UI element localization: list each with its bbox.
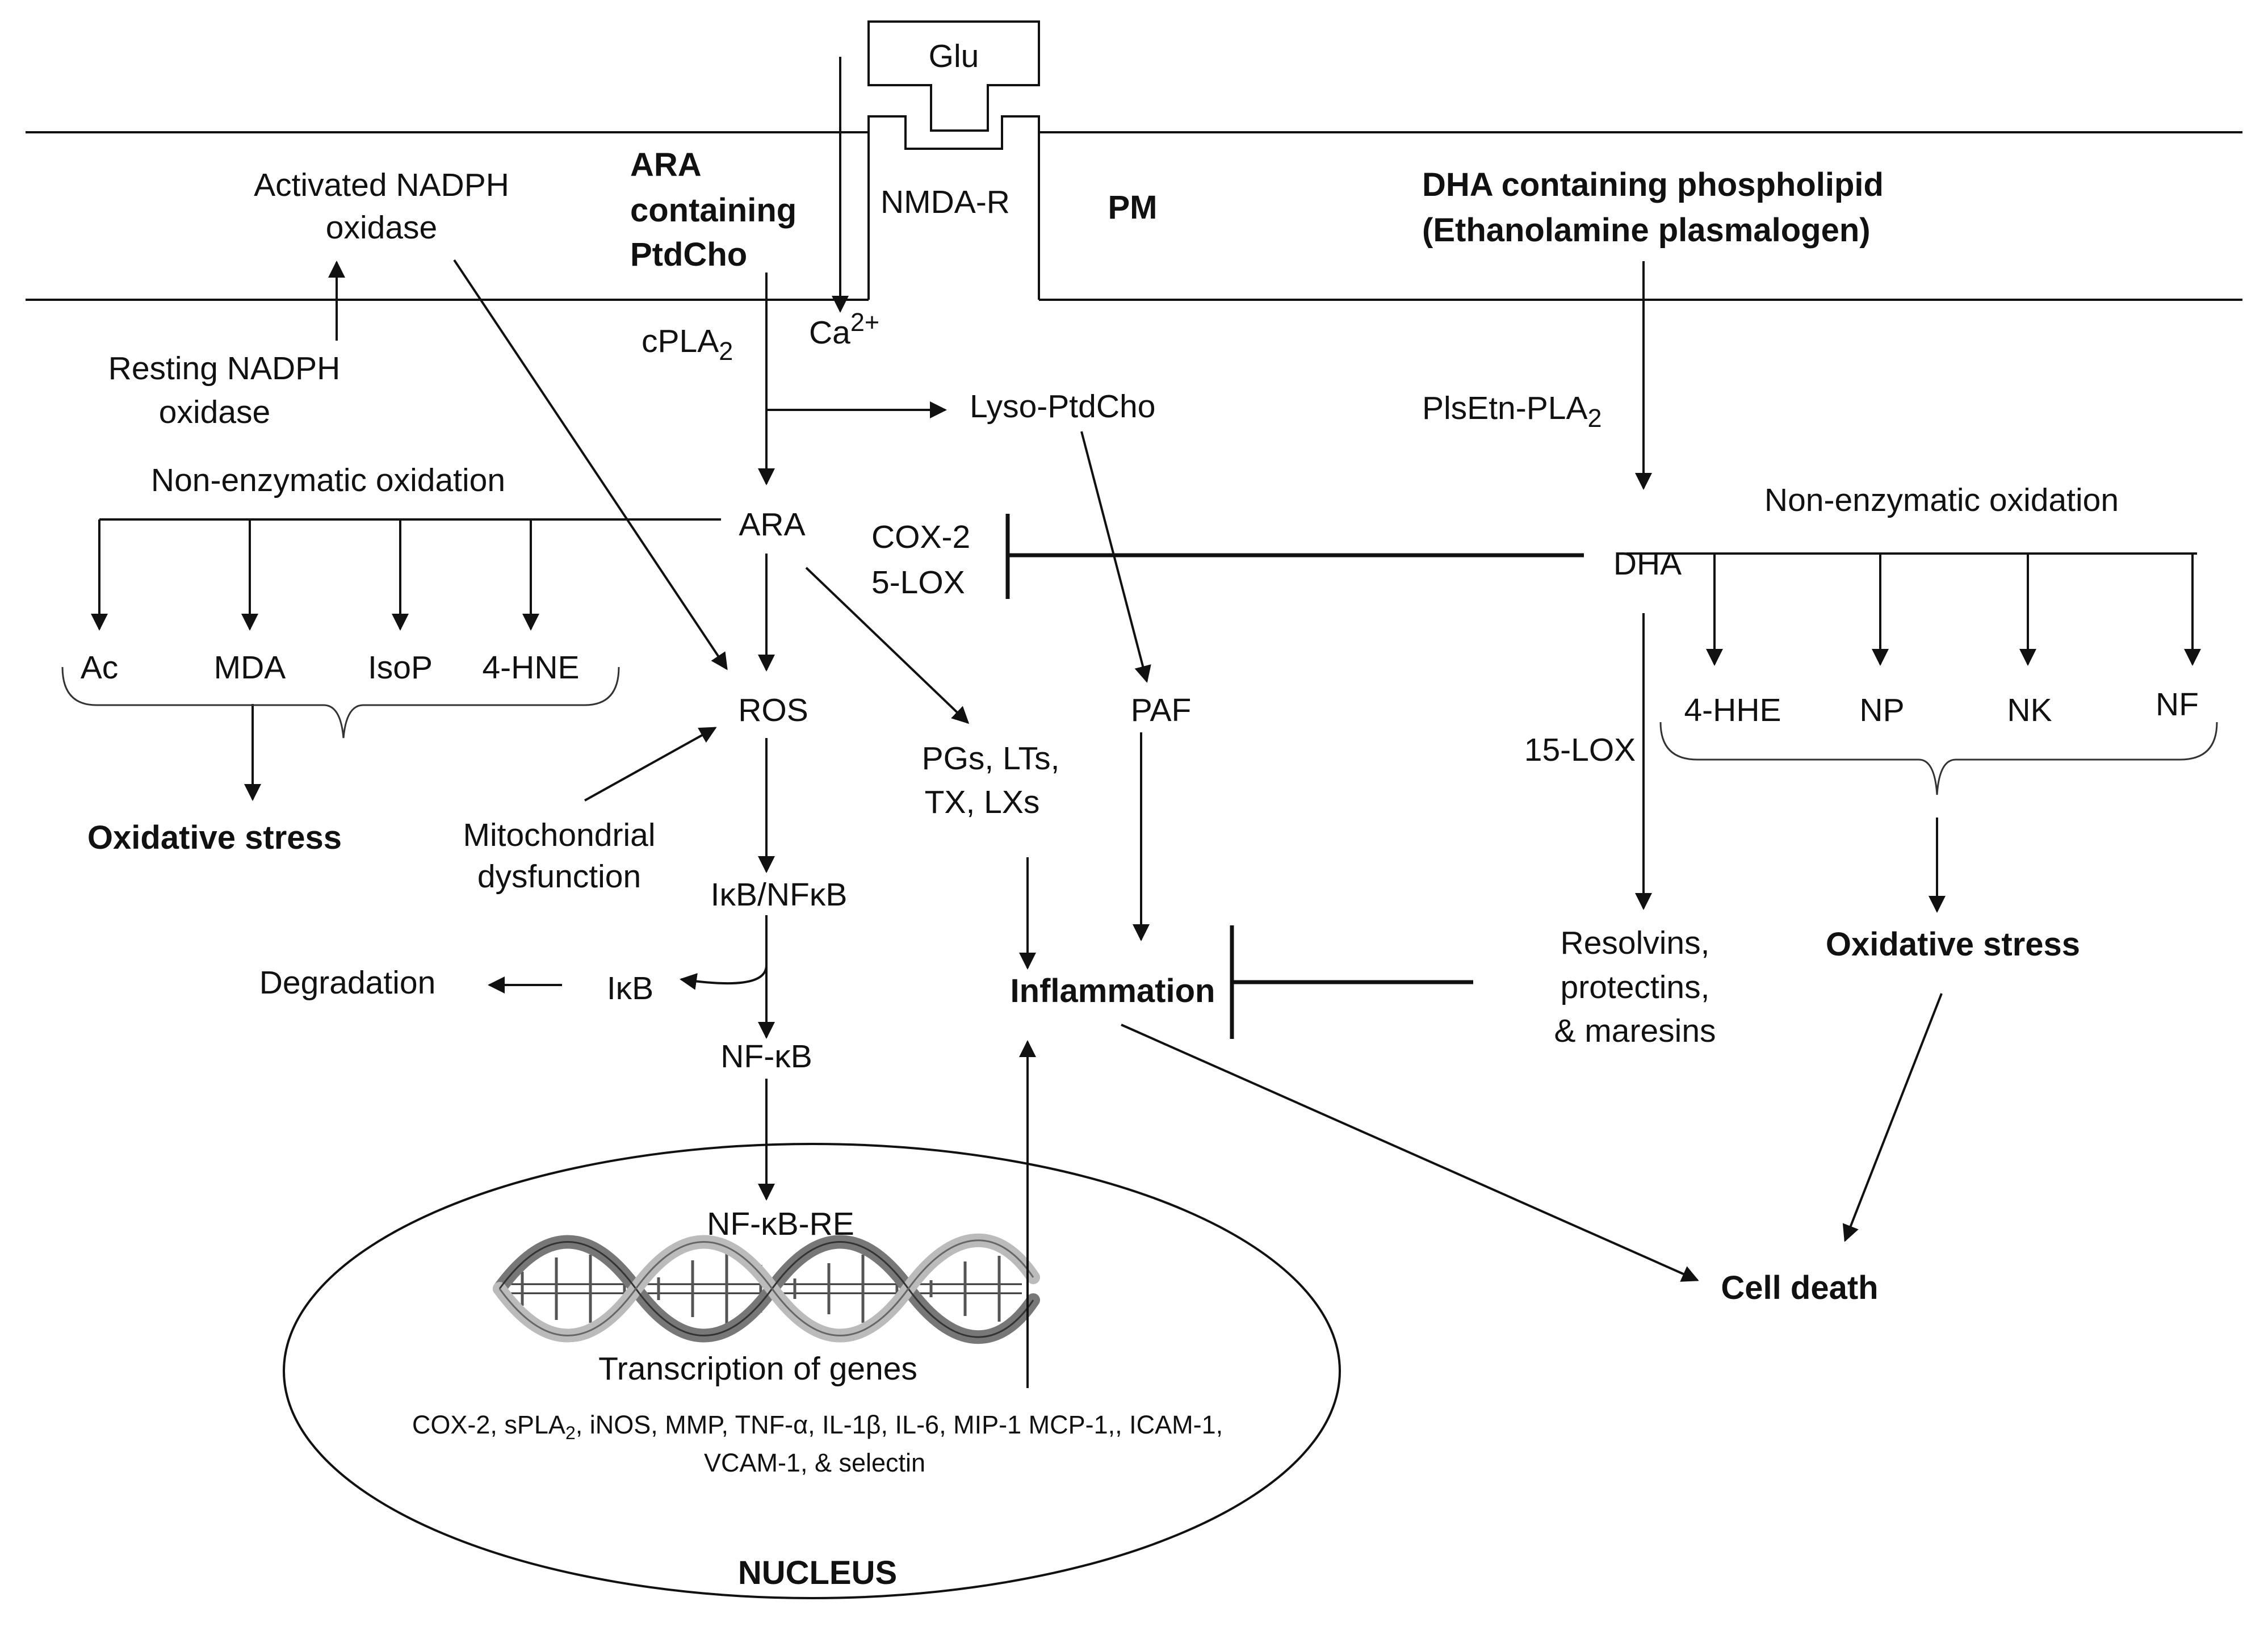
resting-nadph-line2: oxidase bbox=[159, 394, 270, 430]
arrow-nadph-to-ros bbox=[453, 259, 728, 670]
calcium-label: Ca2+ bbox=[809, 308, 879, 351]
braces bbox=[61, 667, 2218, 795]
resolvins-line1: Resolvins, bbox=[1561, 925, 1710, 961]
product-np: NP bbox=[1859, 692, 1904, 728]
inflammation-label: Inflammation bbox=[1011, 972, 1215, 1009]
dna-helix-icon bbox=[493, 1233, 1040, 1344]
arrow-ara-to-eicosanoids bbox=[805, 567, 970, 724]
non-enzymatic-oxidation-dha: Non-enzymatic oxidation bbox=[1764, 482, 2119, 518]
nmda-r-label: NMDA-R bbox=[881, 184, 1010, 220]
5lox-label: 5-LOX bbox=[871, 564, 965, 601]
nmda-receptor bbox=[867, 20, 1040, 300]
degradation-label: Degradation bbox=[259, 965, 436, 1001]
ros-label: ROS bbox=[738, 692, 808, 728]
genes-line1: COX-2, sPLA2, iNOS, MMP, TNF-α, IL-1β, I… bbox=[412, 1410, 1223, 1443]
plsetn-pla2-label: PlsEtn-PLA2 bbox=[1422, 390, 1602, 433]
product-ac: Ac bbox=[81, 649, 119, 686]
ikb-label: IκB bbox=[607, 970, 653, 1007]
dha-label: DHA bbox=[1613, 546, 1682, 582]
ara-ptdcho-line1: ARA bbox=[630, 146, 702, 183]
product-nf: NF bbox=[2156, 686, 2199, 723]
brace-dha-products bbox=[1659, 722, 2218, 795]
glu-label: Glu bbox=[929, 38, 979, 74]
dha-phospholipid-line2: (Ethanolamine plasmalogen) bbox=[1422, 212, 1871, 249]
arrow-to-ikb bbox=[680, 965, 768, 990]
15-lox-label: 15-LOX bbox=[1524, 732, 1636, 768]
resolvins-line3: & maresins bbox=[1554, 1013, 1716, 1049]
cell-death-label: Cell death bbox=[1721, 1269, 1878, 1306]
cox2-label: COX-2 bbox=[871, 519, 970, 555]
glutamate-shape bbox=[867, 20, 1040, 132]
eicosanoids-line2: TX, LXs bbox=[925, 784, 1040, 820]
oxidative-stress-ara: Oxidative stress bbox=[87, 819, 342, 856]
transcription-label: Transcription of genes bbox=[598, 1351, 917, 1387]
plasma-membrane bbox=[26, 131, 2242, 301]
eicosanoids-line1: PGs, LTs, bbox=[922, 740, 1060, 777]
paf-label: PAF bbox=[1131, 692, 1192, 728]
lyso-ptdcho-label: Lyso-PtdCho bbox=[970, 388, 1155, 425]
product-isop: IsoP bbox=[368, 649, 433, 686]
product-4hhe: 4-HHE bbox=[1684, 692, 1781, 728]
non-enzymatic-oxidation-ara: Non-enzymatic oxidation bbox=[151, 462, 505, 498]
nfkb-label: NF-κB bbox=[720, 1038, 812, 1075]
product-nk: NK bbox=[2007, 692, 2052, 728]
ara-ptdcho-line2: containing bbox=[630, 192, 796, 229]
ara-ptdcho-line3: PtdCho bbox=[630, 236, 747, 273]
resting-nadph-line1: Resting NADPH bbox=[108, 350, 341, 387]
pm-label: PM bbox=[1108, 189, 1158, 226]
oxidative-stress-dha: Oxidative stress bbox=[1826, 926, 2080, 963]
ara-label: ARA bbox=[739, 506, 805, 543]
brace-ara-products bbox=[61, 667, 620, 739]
activated-nadph-line2: oxidase bbox=[326, 209, 437, 246]
resolvins-line2: protectins, bbox=[1561, 969, 1710, 1005]
cpla2-label: cPLA2 bbox=[642, 323, 733, 366]
inhibition-marks bbox=[1005, 514, 1584, 1039]
arrow-mito-to-ros bbox=[584, 727, 717, 802]
nucleus-outline bbox=[283, 1143, 1341, 1599]
ikb-nfkb-label: IκB/NFκB bbox=[711, 877, 848, 913]
product-4hne: 4-HNE bbox=[482, 649, 579, 686]
arrows bbox=[91, 57, 2201, 1388]
nucleus-label: NUCLEUS bbox=[738, 1554, 897, 1591]
genes-line2: VCAM-1, & selectin bbox=[704, 1448, 925, 1477]
mitochondrial-line1: Mitochondrial bbox=[463, 817, 656, 853]
mitochondrial-line2: dysfunction bbox=[477, 858, 641, 895]
arrow-inflammation-to-cell-death bbox=[1121, 1024, 1699, 1282]
activated-nadph-line1: Activated NADPH bbox=[254, 167, 509, 203]
dha-phospholipid-line1: DHA containing phospholipid bbox=[1422, 166, 1884, 203]
arrow-oxidative-stress-to-cell-death bbox=[1842, 993, 1943, 1242]
product-mda: MDA bbox=[214, 649, 286, 686]
